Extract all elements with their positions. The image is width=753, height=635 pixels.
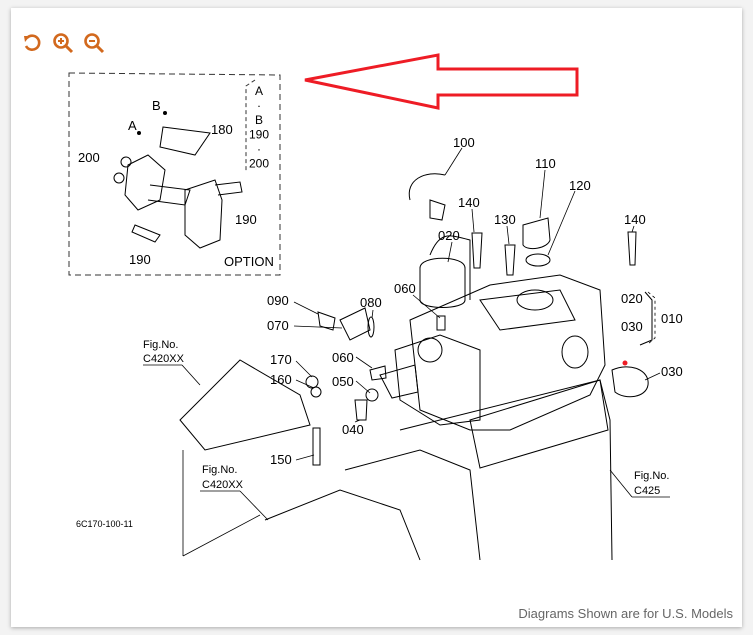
part-label-050[interactable]: 050 bbox=[332, 374, 354, 389]
part-label-070[interactable]: 070 bbox=[267, 318, 289, 333]
label-190[interactable]: 190 bbox=[129, 252, 151, 267]
part-label-040[interactable]: 040 bbox=[342, 422, 364, 437]
part-label-110[interactable]: 110 bbox=[535, 156, 556, 171]
label-200[interactable]: 200 bbox=[78, 150, 100, 165]
dot-a bbox=[137, 131, 141, 135]
fig-ref-code[interactable]: C420XX bbox=[202, 479, 244, 491]
label-180[interactable]: 180 bbox=[211, 122, 233, 137]
zoom-out-icon bbox=[84, 33, 105, 54]
part-label-090[interactable]: 090 bbox=[267, 293, 289, 308]
fig-ref-title: Fig.No. bbox=[143, 339, 178, 351]
bracket-190: 190 bbox=[249, 128, 269, 142]
part-label-030[interactable]: 030 bbox=[621, 319, 643, 334]
part-label-160[interactable]: 160 bbox=[270, 372, 292, 387]
part-label-020[interactable]: 020 bbox=[621, 291, 643, 306]
part-label-140[interactable]: 140 bbox=[458, 195, 480, 210]
fig-ref-title: Fig.No. bbox=[634, 470, 669, 482]
bracket-b: B bbox=[255, 113, 263, 127]
bracket-dot: · bbox=[257, 142, 261, 156]
fig-ref-title: Fig.No. bbox=[202, 464, 237, 476]
diagram-toolbar bbox=[21, 32, 105, 54]
fig-ref-code[interactable]: C425 bbox=[634, 485, 660, 497]
zoom-in-button[interactable] bbox=[52, 32, 74, 54]
part-label-100[interactable]: 100 bbox=[453, 135, 475, 150]
bracket-dot: · bbox=[257, 99, 261, 113]
diagram-viewer bbox=[11, 8, 742, 627]
reset-button[interactable] bbox=[21, 32, 43, 54]
part-label-130[interactable]: 130 bbox=[494, 212, 516, 227]
part-label-060[interactable]: 060 bbox=[332, 350, 354, 365]
diagram-code: 6C170-100-11 bbox=[76, 519, 133, 529]
bracket-200: 200 bbox=[249, 157, 269, 171]
label-b: B bbox=[152, 98, 161, 113]
hydraulic-cylinder-case-drawing bbox=[179, 173, 653, 561]
part-label-010[interactable]: 010 bbox=[661, 311, 683, 326]
part-label-150[interactable]: 150 bbox=[270, 452, 292, 467]
leader-lines bbox=[143, 147, 670, 557]
zoom-in-icon bbox=[53, 33, 74, 54]
part-label-020[interactable]: 020 bbox=[438, 228, 460, 243]
red-dot bbox=[622, 360, 628, 366]
option-box bbox=[68, 72, 281, 276]
part-label-140[interactable]: 140 bbox=[624, 212, 646, 227]
part-label-060[interactable]: 060 bbox=[394, 281, 416, 296]
option-title: OPTION bbox=[224, 254, 274, 269]
zoom-out-button[interactable] bbox=[83, 32, 105, 54]
bracket-a: A bbox=[255, 84, 263, 98]
rotate-ccw-icon bbox=[24, 34, 41, 51]
part-label-030[interactable]: 030 bbox=[661, 364, 683, 379]
fig-ref-code[interactable]: C420XX bbox=[143, 353, 185, 365]
part-label-120[interactable]: 120 bbox=[569, 178, 591, 193]
option-parts-drawing bbox=[113, 126, 243, 249]
us-models-note: Diagrams Shown are for U.S. Models bbox=[518, 606, 733, 621]
option-bracket bbox=[245, 79, 256, 172]
dot-b bbox=[163, 111, 167, 115]
label-190[interactable]: 190 bbox=[235, 212, 257, 227]
annotation-arrow bbox=[304, 53, 579, 110]
part-label-080[interactable]: 080 bbox=[360, 295, 382, 310]
label-a: A bbox=[128, 118, 137, 133]
part-label-170[interactable]: 170 bbox=[270, 352, 292, 367]
